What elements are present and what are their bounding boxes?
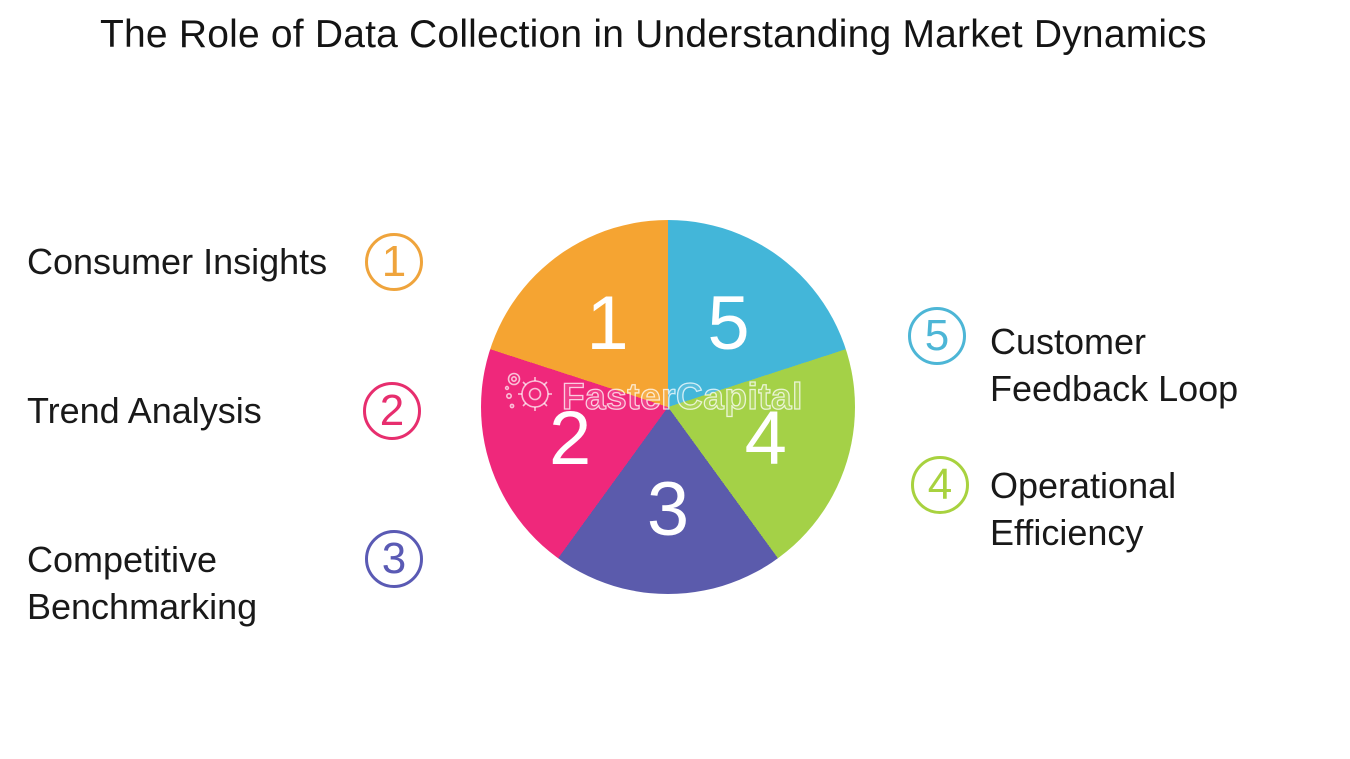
pie-slice-number-4: 4	[744, 395, 787, 481]
pie-slice-number-5: 5	[707, 280, 750, 366]
step-2-badge: 2	[363, 382, 421, 440]
pie-slice-number-3: 3	[646, 466, 690, 552]
pie-slice-number-1: 1	[586, 280, 629, 366]
legend-label-customer-feedback-loop: Customer Feedback Loop	[990, 321, 1239, 409]
step-3-badge: 3	[365, 530, 423, 588]
step-1-badge: 1	[365, 233, 423, 291]
pie-slice-number-2: 2	[549, 395, 592, 481]
legend-label-consumer-insights: Consumer Insights	[27, 241, 328, 282]
legend-label-trend-analysis: Trend Analysis	[27, 390, 262, 431]
legend-label-operational-efficiency: Operational Efficiency	[990, 465, 1177, 553]
page-title: The Role of Data Collection in Understan…	[100, 13, 1207, 56]
step-5-badge: 5	[908, 307, 966, 365]
legend-label-competitive-benchmarking: Competitive Benchmarking	[27, 539, 258, 627]
step-4-badge: 4	[911, 456, 969, 514]
